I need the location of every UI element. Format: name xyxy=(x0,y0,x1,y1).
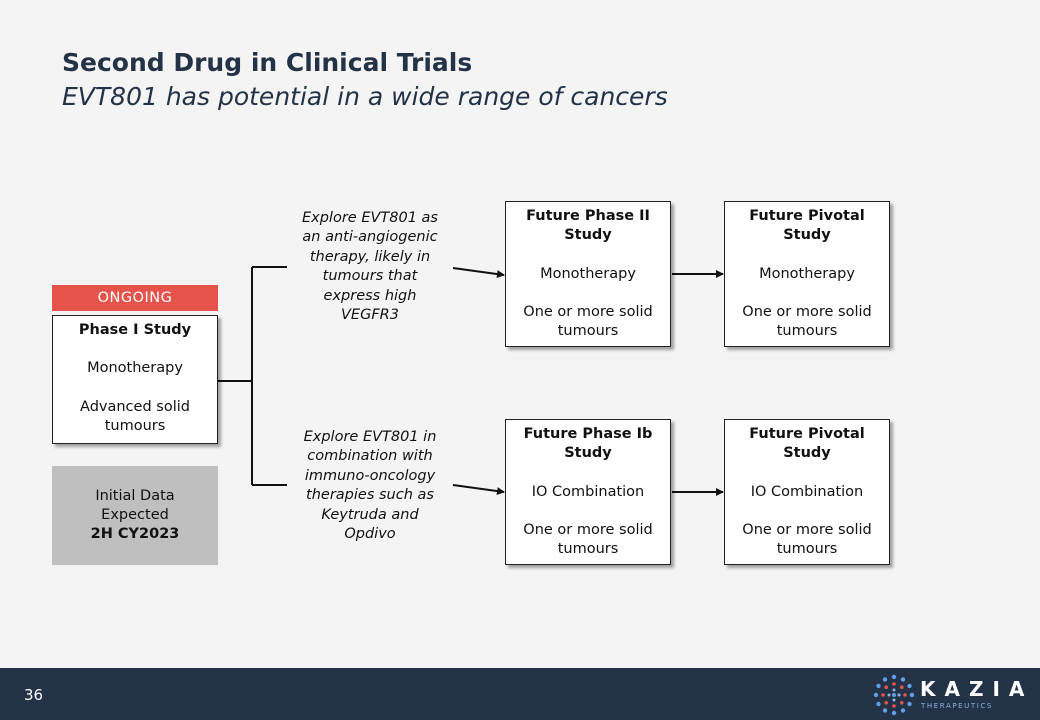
future-phase1b-box: Future Phase Ib Study IO Combination One… xyxy=(505,419,671,565)
phase2-title-line1: Future Phase II xyxy=(526,208,650,224)
initial-data-box: Initial Data Expected 2H CY2023 xyxy=(52,466,218,565)
phase2-therapy: Monotherapy xyxy=(540,265,636,282)
page-number: 36 xyxy=(24,686,44,704)
future-phase2-box: Future Phase II Study Monotherapy One or… xyxy=(505,201,671,347)
initial-data-date: 2H CY2023 xyxy=(90,526,180,543)
pivotal-top-title-line2: Study xyxy=(783,227,831,244)
branch-connector xyxy=(218,266,287,486)
phase1-therapy: Monotherapy xyxy=(87,360,183,377)
note-line: Keytruda and xyxy=(321,506,419,523)
pivotal-bottom-title-line2: Study xyxy=(783,445,831,462)
note-line: therapies such as xyxy=(306,487,434,504)
combination-rationale-note: Explore EVT801 in combination with immun… xyxy=(295,428,445,544)
pivotal-top-indication-line1: One or more solid xyxy=(742,303,872,320)
note-line: express high xyxy=(323,287,417,304)
note-line: VEGFR3 xyxy=(341,307,399,324)
phase2-title-line2: Study xyxy=(564,227,612,244)
arrow-to-phase2 xyxy=(452,267,505,279)
pivotal-top-indication-line2: tumours xyxy=(776,323,838,340)
phase1b-therapy: IO Combination xyxy=(531,483,645,500)
pivotal-bottom-title-line1: Future Pivotal xyxy=(749,426,865,442)
phase1-title: Phase I Study xyxy=(78,322,192,338)
kazia-logo-icon xyxy=(873,674,915,716)
future-pivotal-mono-box: Future Pivotal Study Monotherapy One or … xyxy=(724,201,890,347)
logo-tagline: THERAPEUTICS xyxy=(921,702,993,710)
phase1-indication-line1: Advanced solid xyxy=(80,398,190,415)
note-line: therapy, likely in xyxy=(309,248,431,265)
initial-data-line1: Initial Data xyxy=(95,488,175,504)
monotherapy-rationale-note: Explore EVT801 as an anti-angiogenic the… xyxy=(295,209,445,325)
arrow-to-phase1b xyxy=(452,484,505,496)
pivotal-bottom-therapy: IO Combination xyxy=(750,483,864,500)
phase1b-indication-line2: tumours xyxy=(557,541,619,558)
note-line: immuno-oncology xyxy=(304,467,436,484)
phase1b-title-line2: Study xyxy=(564,445,612,462)
phase2-indication-line2: tumours xyxy=(557,323,619,340)
footer-bar: 36 KAZIA THERAPEUTICS xyxy=(0,668,1040,720)
pivotal-bottom-indication-line1: One or more solid xyxy=(742,521,872,538)
phase1-indication-line2: tumours xyxy=(104,417,166,434)
note-line: Explore EVT801 in xyxy=(303,429,437,445)
note-line: an anti-angiogenic xyxy=(302,229,438,246)
note-line: Explore EVT801 as xyxy=(301,210,438,226)
note-line: combination with xyxy=(307,448,433,465)
initial-data-line2: Expected xyxy=(101,507,169,524)
phase1-study-box: Phase I Study Monotherapy Advanced solid… xyxy=(52,315,218,444)
phase1b-title-line1: Future Phase Ib xyxy=(523,426,653,442)
note-line: Opdivo xyxy=(344,526,396,543)
pivotal-top-therapy: Monotherapy xyxy=(759,265,855,282)
logo-wordmark: KAZIA xyxy=(920,677,1034,701)
slide-subtitle: EVT801 has potential in a wide range of … xyxy=(62,82,668,111)
phase1b-indication-line1: One or more solid xyxy=(523,521,653,538)
ongoing-badge: ONGOING xyxy=(52,285,218,311)
note-line: tumours that xyxy=(322,268,418,285)
pivotal-top-title-line1: Future Pivotal xyxy=(749,208,865,224)
phase2-indication-line1: One or more solid xyxy=(523,303,653,320)
future-pivotal-io-box: Future Pivotal Study IO Combination One … xyxy=(724,419,890,565)
pivotal-bottom-indication-line2: tumours xyxy=(776,541,838,558)
slide-title: Second Drug in Clinical Trials xyxy=(62,48,473,77)
